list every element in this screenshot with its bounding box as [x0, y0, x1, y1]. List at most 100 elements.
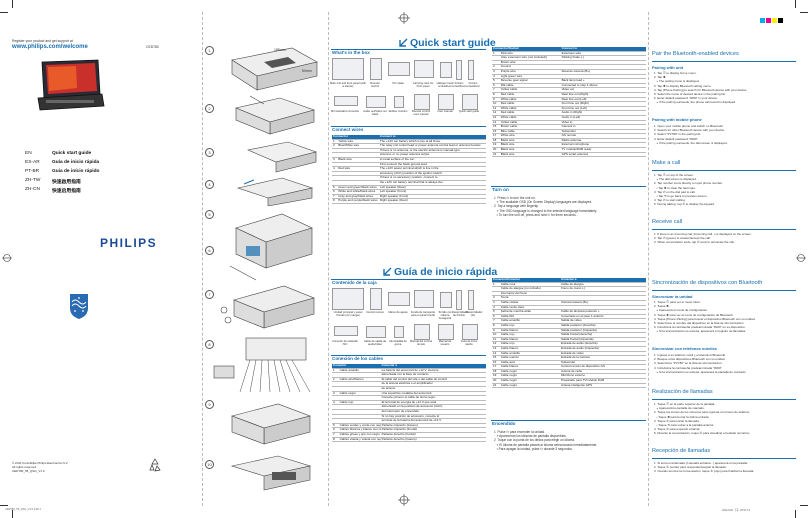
table-cell: 14	[492, 351, 500, 357]
box-label: Audio out/Video out cable	[363, 110, 387, 116]
table-cell: 3	[492, 300, 500, 306]
box-label: Funda de transporte para el panel fronta…	[410, 311, 436, 317]
table-cell: Cable de alargue	[559, 282, 646, 288]
table-cell: Connected to step 1 above	[560, 83, 646, 89]
table-cell: Yellow wire	[337, 139, 379, 145]
table-cell	[337, 152, 379, 158]
table-cell: Right speaker (Rear)	[378, 198, 486, 204]
table-cell: 19	[492, 142, 500, 149]
instruction-line: • Toque ✖ para borrar la última entrada.	[654, 414, 710, 419]
table-row: Interruptor del freno	[492, 291, 646, 297]
philips-wordmark: PHILIPS	[100, 236, 158, 250]
table-cell	[332, 148, 338, 154]
mobile-pairing-steps: 1 Open your mobile phone and switch on B…	[654, 124, 796, 145]
table-header-cell: Conectar a	[559, 278, 646, 283]
table-cell	[559, 291, 646, 297]
table-cell: Cable rosa	[499, 282, 560, 288]
box-label: Destornillador de fricción	[452, 311, 469, 317]
table-row: If there is no antenna, or the electric …	[332, 148, 486, 154]
table-cell: Salida posterior (izquierda)	[559, 328, 646, 334]
rights-text: All rights reserved.	[12, 465, 37, 470]
mobile-pairing-subheading-es: Sincronizar con teléfonos móviles	[652, 346, 717, 351]
cover-panel: Register your product and get support at…	[0, 0, 202, 518]
table-cell: 16	[492, 360, 500, 366]
instruction-line: 3 Tap ✱ to display Bluetooth setting men…	[654, 83, 712, 88]
instruction-line: » Aparecerá la pantalla de marcado.	[654, 406, 705, 411]
copyright-block: © 2011 Koninklijke Philips Electronics N…	[12, 461, 68, 474]
table-cell: 17	[492, 133, 500, 139]
bending-tabs-diagram	[236, 177, 314, 206]
table-cell: Black wire	[499, 138, 561, 144]
crop-mark	[12, 510, 13, 518]
wiring-harness-diagram	[213, 337, 311, 393]
table-cell: Control remoto de dispositivo GS	[559, 364, 646, 370]
remote-manual-item	[414, 324, 430, 340]
lang-name: Guía de inicio rápida	[52, 160, 100, 165]
box-label: Tornillo con cabeza hexagonal	[438, 311, 452, 320]
table-cell: Reverse gear signal	[499, 78, 561, 84]
table-cell: 10	[492, 101, 500, 107]
support-url[interactable]: www.philips.com/welcome	[12, 44, 88, 50]
table-cell: Tierra	[499, 295, 560, 301]
lang-name: Quick start guide	[52, 151, 92, 156]
table-cell: Antena inteligente GPS	[559, 383, 646, 389]
table-cell: 11	[492, 106, 500, 112]
table-cell: 17	[492, 364, 500, 370]
table-cell: 18	[492, 369, 500, 375]
table-cell: Parlante derecho (trasero)	[380, 437, 486, 443]
instruction-line: » The setting menu is displayed.	[654, 79, 700, 84]
table-cell: Black wire	[337, 157, 379, 163]
turn-on-heading-es: Encendido	[492, 421, 516, 426]
table-cell: 7	[332, 194, 338, 200]
table-cell: 5	[492, 309, 500, 315]
instruction-line: • To turn the unit off, press and hold ⏻…	[494, 212, 577, 217]
table-cell: First connect the black ground lead.	[378, 162, 486, 168]
table-cell	[338, 386, 381, 392]
instruction-line: 6 Introduzca la contraseña predeterminad…	[654, 325, 746, 330]
crop-mark	[800, 505, 808, 506]
table-cell: 4	[332, 166, 338, 172]
table-cell: 16	[492, 129, 500, 135]
instruction-line: 1 If there is an incoming call, [Incomin…	[654, 232, 752, 236]
table-cell	[338, 404, 381, 410]
table-cell: Cable blanco	[499, 328, 560, 334]
mobile-pairing-subheading: Pairing with mobile phone	[652, 117, 702, 122]
fold-line	[328, 12, 329, 506]
turn-on-heading: Turn on	[492, 187, 509, 192]
table-cell: Antena de radio	[559, 369, 646, 375]
arrow-icon	[399, 38, 408, 47]
screw-item	[440, 292, 452, 308]
table-cell: Radio antenna	[560, 138, 646, 144]
table-cell: Parking brake (-)	[560, 55, 646, 61]
table-cell: 1	[332, 139, 338, 145]
table-cell: Purple and purple/black wires	[337, 198, 379, 204]
table-cell: Cable violeta	[499, 300, 560, 306]
table-cell: White wire	[499, 133, 561, 139]
table-cell	[332, 414, 339, 420]
receive-call-title: Receive call	[652, 219, 683, 225]
table-cell	[332, 152, 338, 158]
table-cell: 7	[332, 432, 339, 438]
table-cell: 20	[492, 378, 500, 384]
box-label: Remote control user manual	[411, 110, 431, 116]
table-cell: GPS smart antenna	[560, 152, 646, 158]
table-cell: Video in	[560, 120, 646, 126]
pairing-subheading: Pairing with unit	[652, 65, 684, 70]
lang-code: ES-AR	[25, 160, 40, 165]
table-row: Brown wire	[492, 60, 646, 66]
instruction-line: 3 Cuando termine la conversación, toque …	[654, 469, 755, 474]
section-rule	[652, 61, 796, 62]
